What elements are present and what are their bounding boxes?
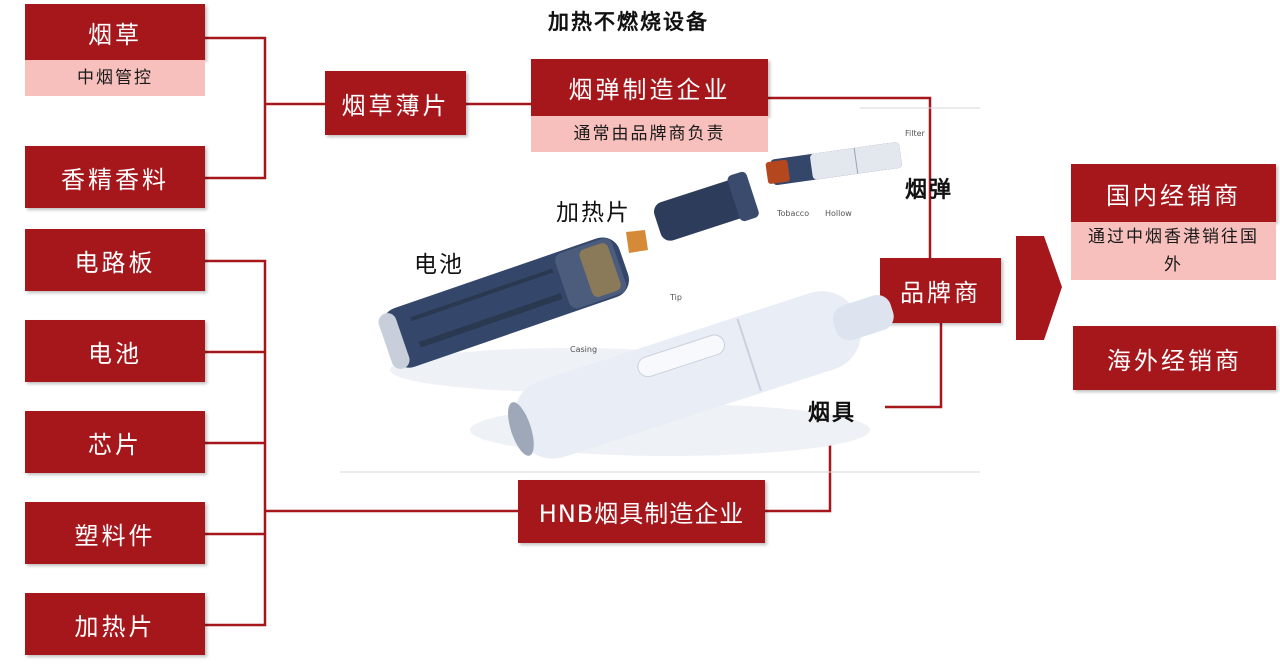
box-chip: 芯片	[25, 411, 205, 473]
label-heater: 加热片	[556, 200, 631, 226]
box-overseas: 海外经销商	[1073, 326, 1276, 390]
box-domestic: 国内经销商	[1071, 164, 1276, 222]
box-circuit: 电路板	[25, 229, 205, 291]
diagram-title: 加热不燃烧设备	[548, 10, 709, 34]
box-hnb-maker: HNB烟具制造企业	[518, 480, 765, 543]
connector-tobacco-flavor	[205, 36, 267, 180]
box-cartridge-maker-sub: 通常由品牌商负责	[531, 116, 768, 152]
label-battery: 电池	[414, 252, 464, 278]
box-tobacco-sub: 中烟管控	[25, 60, 205, 96]
svg-text:Hollow: Hollow	[825, 209, 852, 218]
box-sheet: 烟草薄片	[325, 71, 466, 135]
box-cartridge-maker: 烟弹制造企业	[531, 59, 768, 116]
flow-arrow-icon	[1016, 236, 1062, 340]
connector-hnb-device	[765, 428, 832, 513]
box-brand: 品牌商	[880, 258, 1001, 323]
svg-text:Casing: Casing	[570, 345, 597, 354]
box-flavor: 香精香料	[25, 146, 205, 208]
box-heater: 加热片	[25, 593, 205, 655]
box-plastic: 塑料件	[25, 502, 205, 564]
svg-text:Tobacco: Tobacco	[776, 209, 809, 218]
box-domestic-sub: 通过中烟香港销往国外	[1071, 222, 1276, 280]
svg-text:Tip: Tip	[669, 293, 682, 302]
box-tobacco: 烟草	[25, 4, 205, 60]
hnb-device-illustration: Filter Tobacco Hollow Casing Tip	[340, 107, 980, 473]
connector-device-brand	[885, 323, 943, 409]
label-cartridge: 烟弹	[905, 178, 954, 203]
connector-cartridge-brand	[768, 96, 932, 258]
svg-text:Filter: Filter	[905, 129, 926, 138]
label-device: 烟具	[808, 401, 857, 426]
box-battery: 电池	[25, 320, 205, 382]
